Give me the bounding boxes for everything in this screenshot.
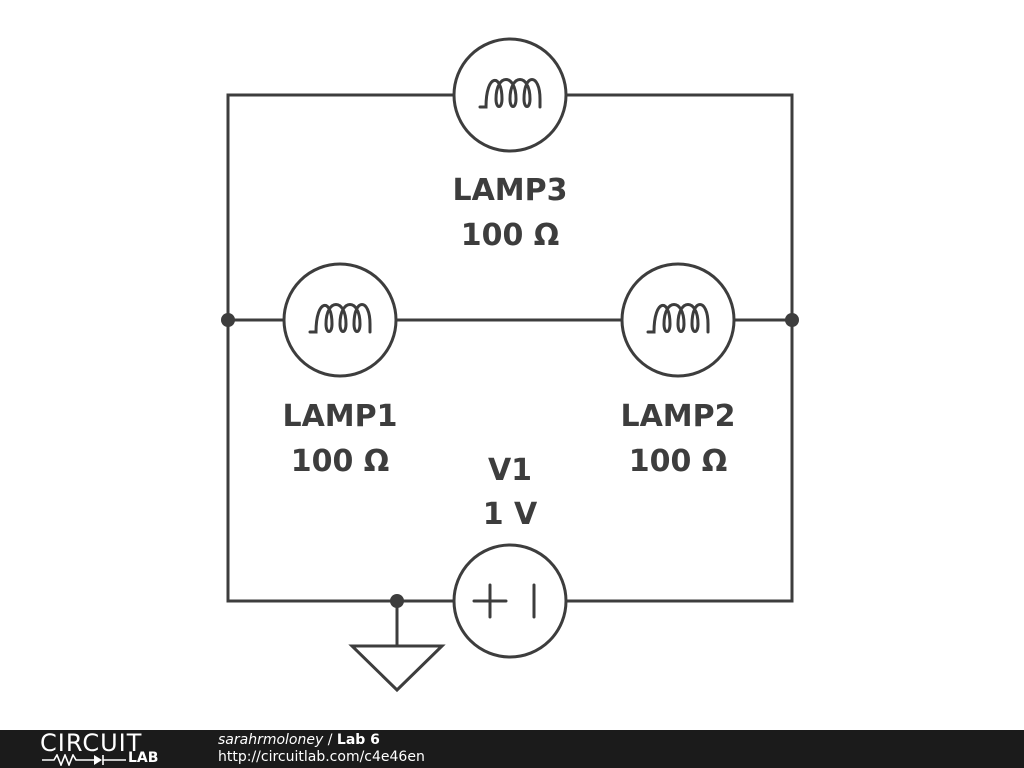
junction-node-right — [785, 313, 799, 327]
wire-top-right — [564, 93, 794, 603]
circuit-title-link[interactable]: Lab 6 — [336, 732, 380, 748]
credit-separator: / — [323, 732, 337, 748]
ground-icon[interactable] — [348, 644, 446, 693]
logo-word-bottom: LAB — [128, 750, 159, 766]
wires — [226, 93, 794, 648]
logo-word-top: CIRCUIT — [40, 729, 143, 757]
v1[interactable] — [452, 543, 568, 659]
junction-node-ground — [390, 594, 404, 608]
author-link[interactable]: sarahrmoloney — [218, 732, 324, 748]
v1-name: V1 — [488, 453, 532, 488]
lamp2-name: LAMP2 — [620, 399, 735, 434]
lamp1[interactable] — [282, 262, 398, 378]
filament-icon — [478, 78, 542, 109]
v1-value: 1 V — [483, 497, 538, 532]
lamp1-value: 100 Ω — [291, 444, 390, 479]
lamp2-value: 100 Ω — [629, 444, 728, 479]
voltage-source-icon — [452, 543, 568, 659]
circuit-schematic: LAMP3 100 Ω LAMP1 100 Ω LAMP2 100 Ω V1 1… — [221, 37, 799, 693]
lamp3[interactable] — [452, 37, 568, 153]
lamp1-name: LAMP1 — [282, 399, 397, 434]
circuit-credit: sarahrmoloney / Lab 6 http://circuitlab.… — [218, 732, 425, 766]
circuit-url-link[interactable]: http://circuitlab.com/c4e46en — [218, 749, 425, 765]
junction-node-left — [221, 313, 235, 327]
lamp3-name: LAMP3 — [452, 173, 567, 208]
filament-icon — [646, 303, 710, 334]
lamp3-value: 100 Ω — [461, 218, 560, 253]
lamp2[interactable] — [620, 262, 736, 378]
filament-icon — [308, 303, 372, 334]
circuitlab-logo[interactable]: CIRCUIT LAB — [40, 729, 180, 768]
plus-icon — [472, 583, 508, 619]
logo-resistor-diode-icon — [42, 754, 126, 766]
wire-top-left — [226, 93, 456, 603]
footer-bar: CIRCUIT LAB sarahrmoloney / Lab 6 http:/… — [0, 729, 1024, 768]
